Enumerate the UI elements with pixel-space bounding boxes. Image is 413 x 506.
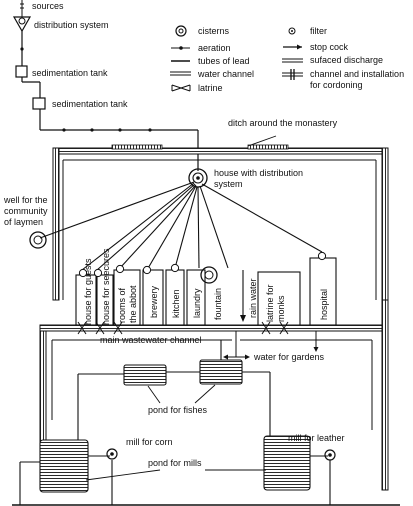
- building-hospital-box: [309, 257, 337, 326]
- pond-fishes-label: pond for fishes: [148, 405, 208, 415]
- legend-aeration-symbol: [171, 46, 190, 50]
- ditch-around-monastery: [52, 144, 389, 301]
- legend-water-channel-label: water channel: [197, 69, 254, 79]
- source-filter-icon: [18, 17, 26, 25]
- aeration-icon: [20, 47, 24, 51]
- well-for-laymen: [29, 231, 47, 249]
- legend-stop-cock-symbol: [283, 44, 302, 50]
- building-label-kitchen: kitchen: [171, 289, 181, 318]
- sedimentation-tank-2-label: sedimentation tank: [52, 99, 128, 109]
- pond-for-mills: [12, 435, 400, 506]
- mill-corn-wheel: [106, 448, 118, 460]
- legend-cordoning-label-1: channel and installation: [310, 69, 404, 79]
- sedimentation-tank-1-box: [15, 65, 28, 78]
- legend-filter-label: filter: [310, 26, 327, 36]
- legend-cordoning-label-2: for cordoning: [310, 80, 363, 90]
- building-label-hospital: hospital: [319, 289, 329, 320]
- ditch-pointer-line: [247, 135, 277, 147]
- mill-leather-label: mill for leather: [288, 433, 345, 443]
- building-label-latrine-2: monks: [276, 295, 286, 322]
- legend-filter-symbol: [288, 27, 296, 35]
- sedimentation-tank-1-label: sedimentation tank: [32, 68, 108, 78]
- distribution-system-label: distribution system: [34, 20, 109, 30]
- pond-for-fishes: [77, 340, 271, 440]
- building-label-brewery: brewery: [149, 285, 159, 318]
- building-label-guests: house for guests: [83, 258, 93, 325]
- legend: cisterns aeration tubes of lead water ch…: [170, 25, 404, 93]
- legend-water-channel-symbol: [170, 71, 191, 76]
- legend-surfaced-discharge-symbol: [282, 58, 303, 63]
- water-for-gardens-label: water for gardens: [253, 352, 325, 362]
- building-label-rain-water: rain water: [248, 278, 258, 318]
- ditch-label: ditch around the monastery: [228, 118, 338, 128]
- mill-corn-label: mill for corn: [126, 437, 173, 447]
- building-abbot-box: [113, 269, 141, 326]
- legend-aeration-label: aeration: [198, 43, 231, 53]
- building-label-fountain: fountain: [213, 288, 223, 320]
- fountain-symbol: [200, 266, 218, 284]
- water-for-gardens-arrows: [223, 331, 319, 360]
- legend-latrine-symbol: [171, 84, 191, 92]
- legend-stop-cock-label: stop cock: [310, 42, 349, 52]
- sedimentation-tank-2-box: [32, 97, 46, 110]
- well-label-2: community: [4, 206, 48, 216]
- building-label-seecures: house for seecures: [101, 248, 111, 325]
- well-label-1: well for the: [3, 195, 48, 205]
- building-cisterns: [78, 251, 327, 278]
- building-label-laundry: laundry: [192, 288, 202, 318]
- legend-tubes-lead-label: tubes of lead: [198, 56, 250, 66]
- legend-latrine-label: latrine: [198, 83, 223, 93]
- legend-cordoning-symbol: [282, 69, 303, 80]
- building-latrine-box: [257, 271, 301, 328]
- legend-cisterns-label: cisterns: [198, 26, 230, 36]
- building-label-abbot-2: the abbot: [128, 285, 138, 323]
- main-wastewater-channel: [39, 299, 389, 491]
- building-labels: house for guests house for seecures room…: [83, 248, 329, 325]
- pond-mills-label: pond for mills: [148, 458, 202, 468]
- distribution-house-label-2: system: [214, 179, 243, 189]
- mill-leather-wheel: [324, 449, 336, 461]
- legend-cisterns-symbol: [175, 25, 187, 37]
- buildings-row: [75, 257, 337, 328]
- legend-surfaced-discharge-label: sufaced discharge: [310, 55, 383, 65]
- well-label-3: of laymen: [4, 217, 43, 227]
- distribution-pipes: [39, 181, 323, 271]
- building-label-latrine-1: latrine for: [265, 284, 275, 322]
- main-wastewater-label: main wastewater channel: [100, 335, 202, 345]
- distribution-house-label-1: house with distribution: [214, 168, 303, 178]
- rain-water-symbol: [240, 270, 246, 322]
- building-label-abbot-1: rooms of: [117, 287, 127, 323]
- sources-label: sources: [32, 1, 64, 11]
